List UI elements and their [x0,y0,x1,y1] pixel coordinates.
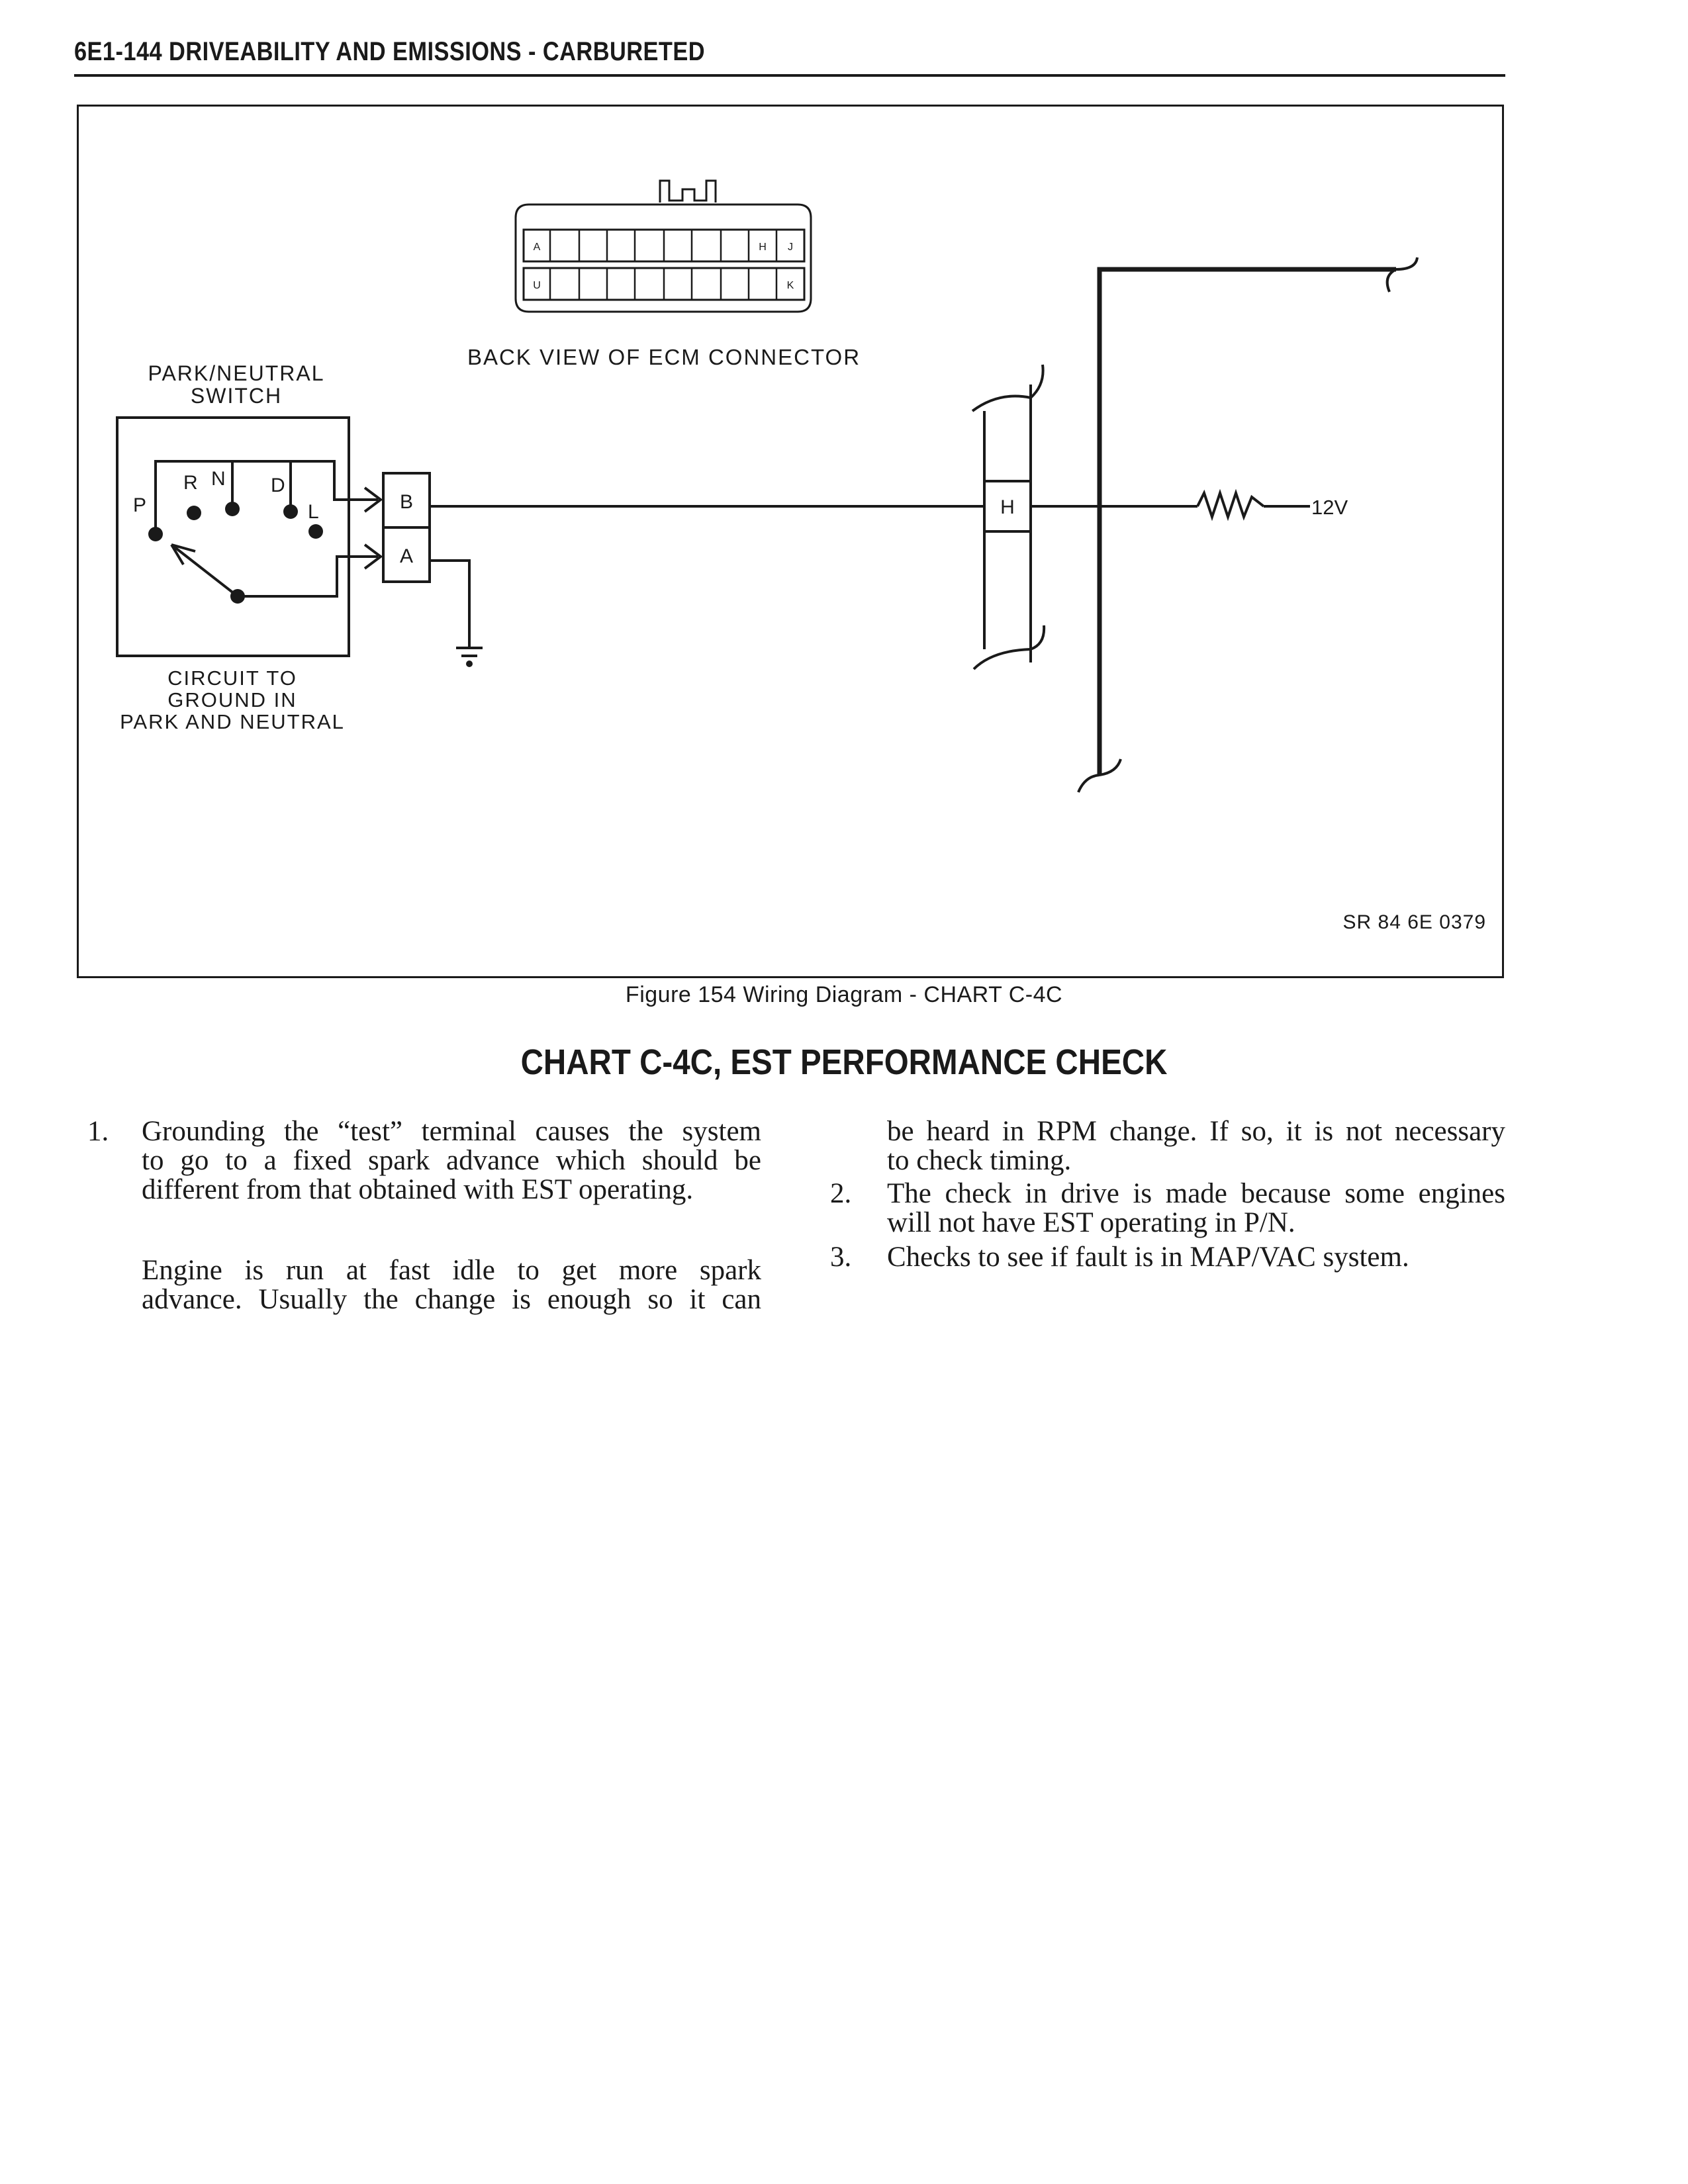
connector-cells [549,230,778,300]
ground-symbol [430,559,483,667]
item-3-number: 3. [830,1242,852,1273]
circuit-label-line3: PARK AND NEUTRAL [120,710,345,733]
ecm-harness-bracket [971,364,1046,670]
item-2-number: 2. [830,1178,852,1209]
wiring-diagram: A H J U K BACK VIEW OF ECM CONNECTOR PAR… [116,179,1486,933]
circuit-label-line2: GROUND IN [167,688,297,711]
terminal-b-arrow [344,486,383,513]
terminal-a-arrow [344,543,383,570]
section-title: CHART C-4C, EST PERFORMANCE CHECK [520,1042,1168,1082]
page-header-title: 6E1-144 DRIVEABILITY AND EMISSIONS - CAR… [74,37,706,66]
resistor-symbol [1196,488,1265,522]
item-2-paragraph: The check in drive is made because some … [887,1179,1505,1238]
bracket-bottom-curve [972,625,1046,670]
ecm-outline-path [1097,267,1396,775]
terminal-a-box [382,526,431,583]
position-r-label: R [183,472,198,494]
position-n-label: N [211,468,226,490]
park-neutral-switch [116,416,350,657]
ecm-connector: A H J U K [514,179,812,313]
text-line: be heard in RPM change. If so, it is not… [887,1116,1505,1147]
text-line: The check in drive is made because some … [887,1178,1505,1209]
terminal-a-label: A [400,545,413,567]
switch-label-line2: SWITCH [191,384,282,408]
item-3-paragraph: Checks to see if fault is in MAP/VAC sys… [887,1243,1505,1272]
terminal-h-label: H [1000,496,1015,518]
voltage-label: 12V [1311,496,1348,519]
switch-label-line1: PARK/NEUTRAL [148,361,324,385]
text-line: advance. Usually the change is enough so… [142,1284,761,1315]
wiring-diagram-figure: A H J U K BACK VIEW OF ECM CONNECTOR PAR… [77,105,1504,978]
contact-l [308,524,323,539]
text-line: Checks to see if fault is in MAP/VAC sys… [887,1242,1409,1273]
connector-body [514,203,812,313]
ecm-break-top [1385,257,1419,293]
text-line: to go to a fixed spark advance which sho… [142,1145,761,1176]
terminal-h-box [983,480,1032,533]
pin-j-label: J [788,242,793,253]
pin-h-label: H [759,242,767,253]
h-output-circuit [1031,488,1310,522]
circuit-label-line1: CIRCUIT TO [167,666,297,690]
position-p-label: P [133,494,146,516]
contact-arm-arrow [170,543,196,566]
ecm-outline-breaks [1077,257,1419,793]
contact-n [225,502,240,516]
text-line: Engine is run at fast idle to get more s… [142,1255,761,1286]
text-line: to check timing. [887,1145,1072,1176]
pin-u-label: U [533,280,541,291]
contact-d [283,504,298,519]
ecm-break-bottom [1077,758,1122,793]
switch-ground-lead [238,555,344,598]
text-line: Grounding the “test” terminal causes the… [142,1116,761,1147]
contact-common [230,589,245,604]
pin-a-label: A [534,242,541,253]
item-1b-paragraph: Engine is run at fast idle to get more s… [142,1256,761,1314]
item-1-number: 1. [87,1116,109,1147]
page-header: 6E1-144 DRIVEABILITY AND EMISSIONS - CAR… [74,37,1505,77]
figure-caption: Figure 154 Wiring Diagram - CHART C-4C [625,982,1063,1007]
figure-ref-code: SR 84 6E 0379 [1343,911,1486,933]
item-1-paragraph: Grounding the “test” terminal causes the… [142,1117,761,1205]
position-d-label: D [271,475,285,496]
ecm-outline [1097,267,1396,775]
pin-k-label: K [787,280,794,291]
header-rule [74,74,1505,77]
connector-caption: BACK VIEW OF ECM CONNECTOR [467,345,861,369]
switch-contacts [148,502,323,604]
switch-contact-arm [170,543,239,598]
terminal-b-label: B [400,491,413,513]
position-l-label: L [308,501,319,523]
connector-latch [659,179,717,203]
item-1-continuation: be heard in RPM change. If so, it is not… [887,1117,1505,1175]
contact-p [148,527,163,541]
text-line: will not have EST operating in P/N. [887,1207,1295,1238]
text-line: different from that obtained with EST op… [142,1174,694,1205]
switch-top-bus [154,460,344,534]
bracket-top-curve [971,364,1045,412]
terminal-connector [344,472,431,583]
switch-housing [116,416,350,657]
contact-r [187,506,201,520]
